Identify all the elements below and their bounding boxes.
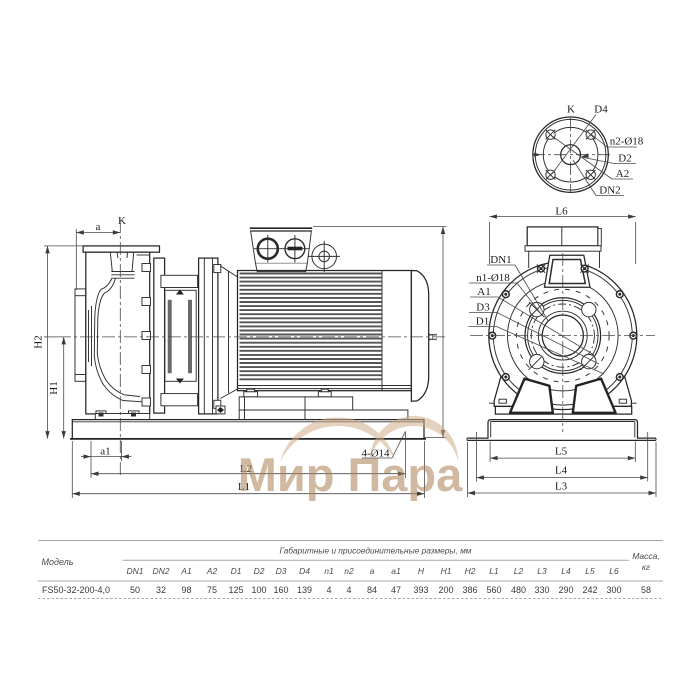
svg-text:75: 75 bbox=[207, 585, 217, 595]
svg-text:n2-Ø18: n2-Ø18 bbox=[610, 136, 644, 148]
svg-text:560: 560 bbox=[486, 585, 501, 595]
svg-text:DN2: DN2 bbox=[152, 566, 169, 576]
svg-text:D4: D4 bbox=[594, 104, 608, 116]
svg-text:84: 84 bbox=[367, 585, 377, 595]
svg-text:K: K bbox=[118, 215, 126, 227]
svg-text:125: 125 bbox=[228, 585, 243, 595]
svg-text:L3: L3 bbox=[555, 481, 568, 493]
svg-text:L2: L2 bbox=[514, 566, 524, 576]
svg-text:330: 330 bbox=[534, 585, 549, 595]
svg-text:139: 139 bbox=[297, 585, 312, 595]
svg-text:4: 4 bbox=[326, 585, 331, 595]
svg-text:H1: H1 bbox=[441, 566, 452, 576]
svg-text:160: 160 bbox=[273, 585, 288, 595]
svg-text:480: 480 bbox=[511, 585, 526, 595]
svg-text:50: 50 bbox=[130, 585, 140, 595]
svg-text:n1: n1 bbox=[324, 566, 334, 576]
svg-text:242: 242 bbox=[582, 585, 597, 595]
svg-text:L1: L1 bbox=[238, 481, 250, 493]
svg-text:L4: L4 bbox=[561, 566, 571, 576]
svg-text:Масса,: Масса, bbox=[632, 551, 660, 561]
svg-text:D1: D1 bbox=[476, 316, 489, 328]
svg-text:A1: A1 bbox=[477, 286, 490, 298]
svg-text:A1: A1 bbox=[180, 566, 192, 576]
svg-text:H2: H2 bbox=[33, 335, 45, 348]
svg-text:D3: D3 bbox=[476, 302, 490, 314]
svg-text:DN2: DN2 bbox=[599, 185, 620, 197]
svg-text:L5: L5 bbox=[555, 445, 568, 457]
svg-text:100: 100 bbox=[251, 585, 266, 595]
svg-text:47: 47 bbox=[391, 585, 401, 595]
svg-text:Мир Пара: Мир Пара bbox=[238, 448, 463, 501]
svg-text:58: 58 bbox=[641, 585, 651, 595]
svg-text:32: 32 bbox=[156, 585, 166, 595]
svg-text:L4: L4 bbox=[555, 465, 568, 477]
svg-text:K: K bbox=[567, 104, 575, 116]
svg-text:D4: D4 bbox=[299, 566, 310, 576]
svg-text:a1: a1 bbox=[391, 566, 401, 576]
svg-text:L6: L6 bbox=[609, 566, 619, 576]
svg-text:Модель: Модель bbox=[42, 557, 74, 567]
svg-text:A2: A2 bbox=[206, 566, 218, 576]
svg-text:D2: D2 bbox=[618, 153, 631, 165]
svg-text:L3: L3 bbox=[537, 566, 547, 576]
svg-text:386: 386 bbox=[462, 585, 477, 595]
svg-text:L1: L1 bbox=[489, 566, 499, 576]
svg-text:D3: D3 bbox=[276, 566, 287, 576]
svg-text:DN1: DN1 bbox=[490, 254, 511, 266]
svg-text:a: a bbox=[96, 221, 101, 233]
svg-text:300: 300 bbox=[606, 585, 621, 595]
svg-text:n2: n2 bbox=[344, 566, 354, 576]
svg-text:FS50-32-200-4,0: FS50-32-200-4,0 bbox=[42, 585, 110, 595]
svg-text:H1: H1 bbox=[48, 381, 60, 394]
svg-text:290: 290 bbox=[558, 585, 573, 595]
svg-text:D2: D2 bbox=[254, 566, 265, 576]
svg-text:D1: D1 bbox=[231, 566, 242, 576]
svg-text:H: H bbox=[418, 566, 425, 576]
svg-text:кг: кг bbox=[642, 562, 650, 572]
svg-text:L5: L5 bbox=[585, 566, 595, 576]
svg-text:L6: L6 bbox=[555, 206, 568, 218]
svg-text:a: a bbox=[370, 566, 375, 576]
svg-text:200: 200 bbox=[438, 585, 453, 595]
svg-text:393: 393 bbox=[413, 585, 428, 595]
svg-text:A2: A2 bbox=[616, 168, 629, 180]
svg-text:n1-Ø18: n1-Ø18 bbox=[476, 272, 510, 284]
svg-text:Габаритные и присоединительные: Габаритные и присоединительные размеры, … bbox=[280, 546, 472, 556]
svg-text:DN1: DN1 bbox=[126, 566, 143, 576]
svg-text:L2: L2 bbox=[240, 463, 252, 475]
svg-text:H2: H2 bbox=[465, 566, 476, 576]
svg-text:a1: a1 bbox=[100, 446, 110, 458]
svg-text:98: 98 bbox=[181, 585, 191, 595]
svg-text:4: 4 bbox=[346, 585, 351, 595]
svg-text:4-Ø14: 4-Ø14 bbox=[361, 447, 390, 459]
